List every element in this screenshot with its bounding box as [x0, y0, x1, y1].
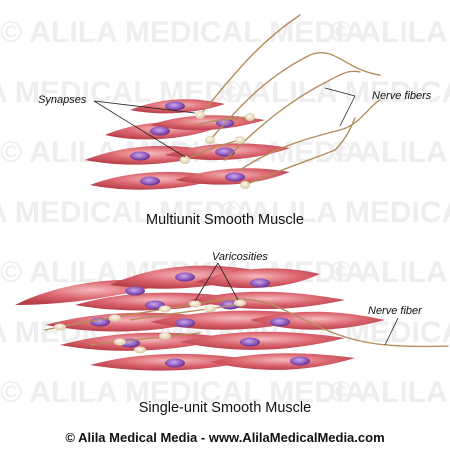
nerve-fibers-label: Nerve fibers [372, 90, 432, 102]
varicosity [134, 346, 146, 354]
multiunit-caption: Multiunit Smooth Muscle [146, 212, 304, 228]
nucleus [165, 358, 185, 368]
watermark-text: © ALILA MEDICAL MEDIA [220, 76, 450, 109]
nucleus [175, 318, 195, 328]
muscle-fiber [195, 268, 320, 289]
nerve-fiber-leader [384, 317, 399, 346]
watermark-text: © ALILA MEDICAL MEDIA [0, 196, 256, 229]
varicosity [234, 299, 246, 307]
single-unit-varicosities [54, 299, 246, 354]
nucleus [165, 101, 185, 111]
nerve-fiber [239, 99, 381, 171]
nerve-fiber [244, 117, 356, 186]
varicosities-leader [194, 262, 219, 302]
watermark-text: © ALILA MEDICAL MEDIA [330, 376, 450, 409]
nucleus [150, 126, 170, 136]
nerve-fiber [199, 14, 301, 116]
varicosity [204, 305, 216, 313]
synapse [245, 113, 255, 121]
single-unit-caption: Single-unit Smooth Muscle [138, 400, 312, 416]
nucleus [240, 337, 260, 347]
synapse [205, 136, 215, 144]
watermark-text: © ALILA MEDICAL MEDIA [0, 16, 366, 49]
nucleus [225, 172, 245, 182]
muscle-fiber [180, 331, 345, 350]
nucleus [125, 286, 145, 296]
nucleus [270, 317, 290, 327]
watermark-text: © ALILA MEDICAL MEDIA [330, 256, 450, 289]
muscle-fiber [60, 332, 230, 351]
watermark-text: © ALILA MEDICAL MEDIA [330, 136, 450, 169]
multiunit-synapses [180, 111, 255, 189]
nucleus [250, 278, 270, 288]
single-unit-fibers [15, 265, 385, 371]
nerve-fiber [89, 332, 201, 346]
single-unit-leaders [194, 262, 399, 346]
watermark-text: © ALILA MEDICAL MEDIA [330, 16, 450, 49]
varicosity [114, 338, 126, 346]
nucleus [290, 356, 310, 366]
nerve-fiber [44, 298, 449, 348]
nucleus [175, 272, 195, 282]
varicosity [159, 305, 171, 313]
nerve-fiber-label: Nerve fiber [368, 305, 422, 317]
nucleus [215, 147, 235, 157]
synapse [240, 181, 250, 189]
synapse [235, 136, 245, 144]
varicosities-leader [217, 262, 239, 301]
multiunit-leaders [93, 87, 356, 158]
nerve-fiber [224, 70, 361, 161]
nerve-fiber [184, 139, 241, 161]
synapses-leader [93, 100, 186, 158]
copyright-footer: © Alila Medical Media - www.AlilaMedical… [65, 430, 385, 445]
watermark-text: © ALILA MEDICAL MEDIA [220, 196, 450, 229]
watermark-text: © ALILA MEDICAL MEDIA [0, 376, 366, 409]
nerve-fiber [209, 52, 381, 141]
varicosity [109, 314, 121, 322]
synapses-leader [93, 100, 196, 114]
single-unit-nuclei [90, 272, 310, 368]
single-unit-nerve-fiber [44, 298, 449, 348]
multiunit-nerve-fibers [184, 14, 381, 186]
synapses-label: Synapses [38, 94, 87, 106]
synapse [180, 156, 190, 164]
muscle-fiber [210, 353, 355, 370]
varicosities-label: Varicosities [212, 251, 268, 263]
nucleus [130, 151, 150, 161]
multiunit-nuclei [130, 101, 245, 186]
varicosity [189, 300, 201, 308]
multiunit-fibers [85, 99, 290, 190]
nerve-fiber [129, 302, 246, 321]
nucleus [140, 176, 160, 186]
nucleus [90, 317, 110, 327]
nerve-fibers-leader [324, 87, 356, 97]
varicosity [159, 332, 171, 340]
synapse [195, 111, 205, 119]
varicosity [54, 323, 66, 331]
nerve-fibers-leader [339, 95, 356, 127]
